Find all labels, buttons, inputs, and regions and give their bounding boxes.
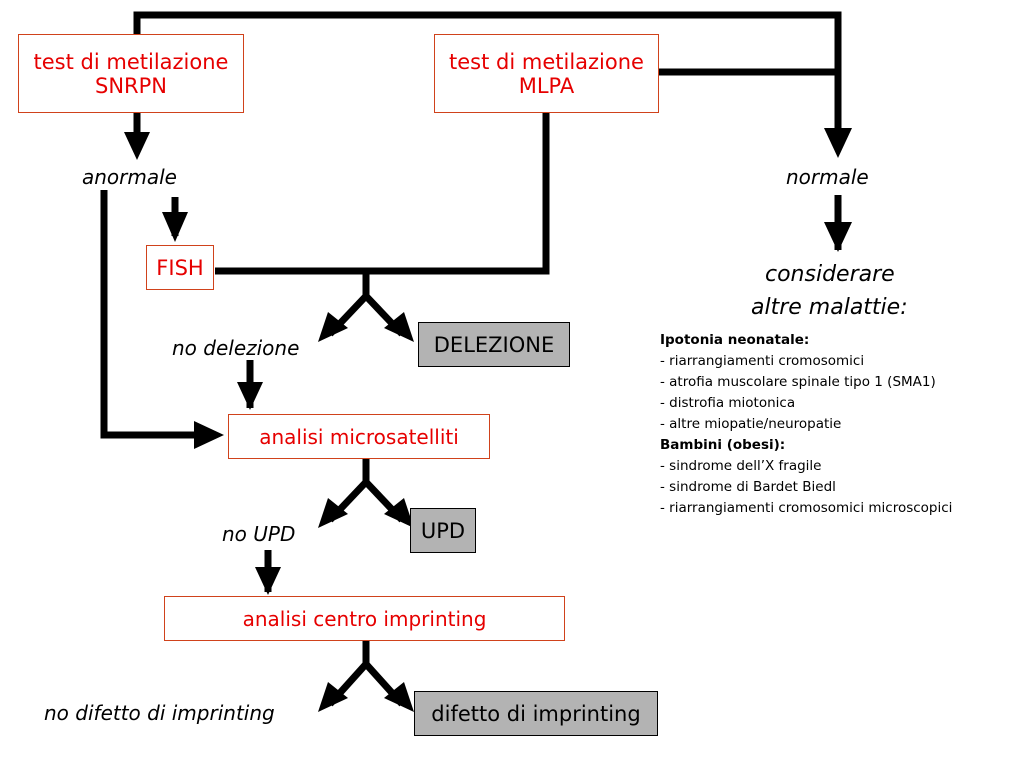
arrowhead-no-delezione xyxy=(318,312,348,342)
group-heading-bambini: Bambini (obesi): xyxy=(660,437,786,453)
arrowhead-no-upd xyxy=(318,498,348,528)
deletion-outcome-box[interactable]: DELEZIONE xyxy=(418,322,570,367)
imprinting-center-analysis-box[interactable]: analisi centro imprinting xyxy=(164,596,565,641)
upd-outcome-box[interactable]: UPD xyxy=(410,508,476,553)
label-no-delezione: no delezione xyxy=(172,336,300,360)
label-considerare: considerare xyxy=(765,262,895,287)
label-no-upd: no UPD xyxy=(222,522,296,546)
arrowhead-anormale xyxy=(124,132,150,160)
imprinting-defect-outcome-label: difetto di imprinting xyxy=(431,701,641,726)
upd-outcome-label: UPD xyxy=(420,518,466,543)
list-item: - distrofia miotonica xyxy=(660,395,796,411)
list-item: - sindrome di Bardet Biedl xyxy=(660,479,836,495)
list-item: - altre miopatie/neuropatie xyxy=(660,416,842,432)
microsatellite-analysis-box[interactable]: analisi microsatelliti xyxy=(228,414,490,459)
list-item: - riarrangiamenti cromosomici xyxy=(660,353,865,369)
fish-box-label: FISH xyxy=(156,255,204,280)
deletion-outcome-label: DELEZIONE xyxy=(433,332,555,357)
list-item: - atrofia muscolare spinale tipo 1 (SMA1… xyxy=(660,374,936,390)
label-normale: normale xyxy=(786,165,869,189)
label-anormale: anormale xyxy=(82,165,177,189)
arrowhead-microsatelliti-side xyxy=(194,421,224,449)
mlpa-box-line2: MLPA xyxy=(518,73,575,98)
arrowhead-considerare xyxy=(824,222,852,252)
list-item: - sindrome dell’X fragile xyxy=(660,458,822,474)
label-no-difetto: no difetto di imprinting xyxy=(44,701,275,725)
other-diseases-list: Ipotonia neonatale: - riarrangiamenti cr… xyxy=(660,330,952,519)
arrowhead-normale xyxy=(824,128,852,158)
arrowhead-upd xyxy=(384,498,414,528)
arrowhead-fish xyxy=(162,212,188,242)
arrowhead-imprinting-center xyxy=(255,567,281,595)
label-altre-malattie: altre malattie: xyxy=(751,295,908,320)
fish-box[interactable]: FISH xyxy=(146,245,214,290)
group-heading-ipotonia: Ipotonia neonatale: xyxy=(660,332,810,348)
arrow-anormale-to-microsatelliti xyxy=(100,190,212,439)
snrpn-methylation-box[interactable]: test di metilazione SNRPN xyxy=(18,34,244,113)
list-item: - riarrangiamenti cromosomici microscopi… xyxy=(660,500,953,516)
connector-top-loop xyxy=(133,11,842,72)
arrowhead-difetto xyxy=(384,682,414,712)
snrpn-box-line2: SNRPN xyxy=(94,73,167,98)
microsatellite-box-label: analisi microsatelliti xyxy=(259,424,459,449)
arrowhead-delezione xyxy=(384,312,414,342)
arrowhead-microsatelliti xyxy=(237,382,263,410)
arrowhead-no-difetto xyxy=(318,682,348,712)
imprinting-defect-outcome-box[interactable]: difetto di imprinting xyxy=(414,691,658,736)
connector-mlpa-fish xyxy=(215,112,550,275)
imprinting-center-box-label: analisi centro imprinting xyxy=(242,606,487,631)
mlpa-box-line1: test di metilazione xyxy=(449,49,644,74)
snrpn-box-line1: test di metilazione xyxy=(33,49,229,74)
mlpa-methylation-box[interactable]: test di metilazione MLPA xyxy=(434,34,659,113)
